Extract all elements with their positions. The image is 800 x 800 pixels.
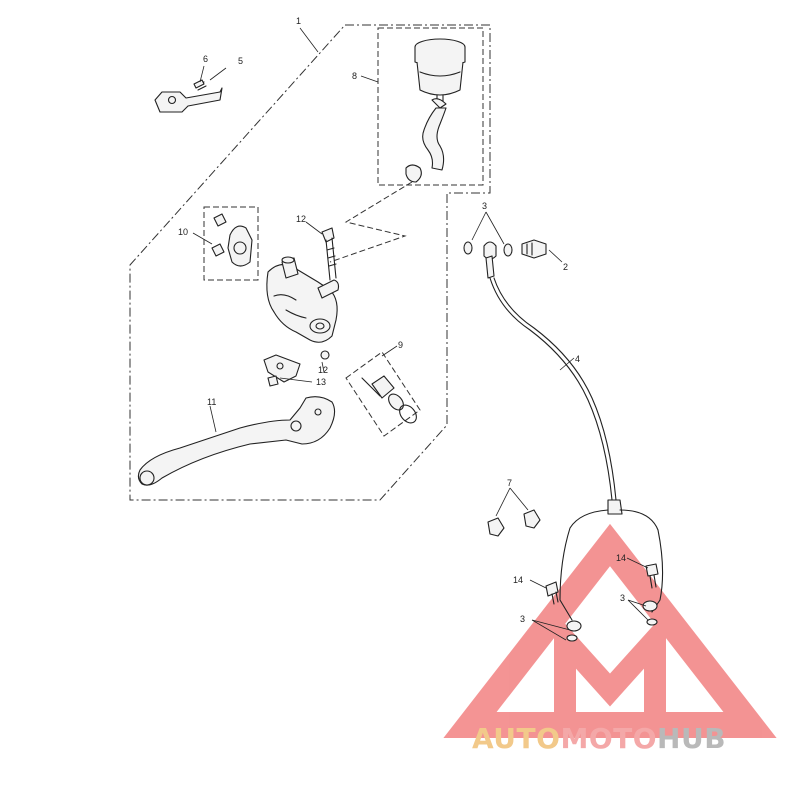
callout-8: 8 — [352, 71, 357, 81]
fluid-reservoir-part — [405, 38, 466, 183]
assembly-outline — [129, 24, 491, 501]
clamp-group-outline — [203, 206, 259, 281]
callout-10: 10 — [178, 227, 188, 237]
watermark-hub: HUB — [657, 722, 726, 755]
callout-6: 6 — [203, 54, 208, 64]
callout-12-lower: 12 — [318, 365, 328, 375]
hose-clips-part — [487, 509, 541, 537]
callout-14-left: 14 — [513, 575, 523, 585]
bracket-part — [154, 79, 223, 113]
master-cylinder-body — [266, 256, 340, 360]
piston-kit-part — [345, 351, 421, 437]
callout-2: 2 — [563, 262, 568, 272]
callout-14-right: 14 — [616, 553, 626, 563]
callout-12-top: 12 — [296, 214, 306, 224]
handlebar-clamp-part — [211, 213, 253, 267]
hose-routing-line — [329, 181, 413, 263]
watermark-text: AUTOMOTOHUB — [472, 722, 726, 755]
watermark-logo — [443, 523, 777, 738]
reservoir-group-outline — [377, 27, 484, 186]
callout-5: 5 — [238, 56, 243, 66]
lower-banjo-fittings — [545, 563, 659, 642]
callout-3-top: 3 — [482, 201, 487, 211]
watermark-moto: MOTO — [560, 722, 657, 755]
clutch-hose-part — [485, 255, 664, 632]
callout-11: 11 — [207, 397, 216, 407]
callout-3-right: 3 — [620, 593, 625, 603]
clutch-lever-part — [137, 396, 336, 486]
callout-7: 7 — [507, 478, 512, 488]
callout-1: 1 — [296, 16, 301, 26]
switch-plate-part — [263, 354, 301, 387]
svg-text:AUTOMOTOHUB: AUTOMOTOHUB — [472, 722, 726, 755]
pivot-bolt-part — [321, 227, 337, 281]
leader-lines — [192, 27, 649, 641]
callout-4: 4 — [575, 354, 580, 364]
callout-3-left: 3 — [520, 614, 525, 624]
upper-banjo-fittings — [463, 239, 547, 260]
watermark-auto: AUTO — [472, 722, 560, 755]
callout-labels: 1 5 6 8 10 12 3 2 4 9 12 13 11 7 14 14 3… — [178, 16, 626, 624]
callout-13: 13 — [316, 377, 326, 387]
callout-9: 9 — [398, 340, 403, 350]
